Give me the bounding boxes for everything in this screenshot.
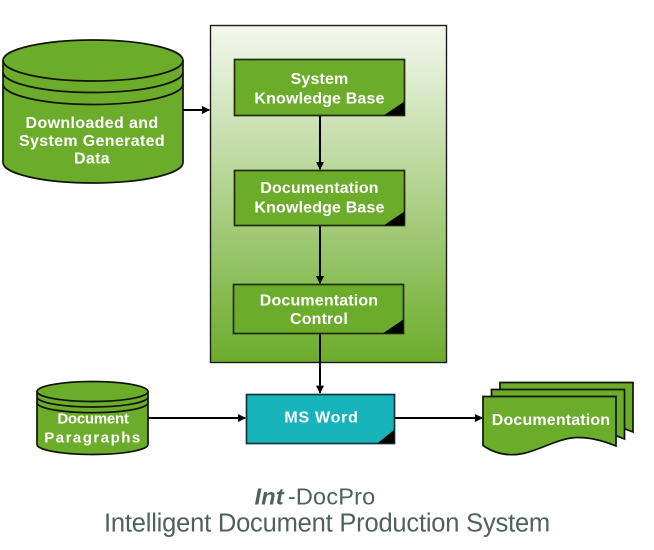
svg-text:Data: Data bbox=[74, 151, 110, 168]
svg-text:Int-DocPro: Int-DocPro bbox=[255, 484, 376, 510]
svg-text:System: System bbox=[291, 71, 349, 88]
svg-text:Documentation: Documentation bbox=[260, 180, 378, 197]
svg-text:MS Word: MS Word bbox=[284, 410, 358, 427]
svg-text:Documentation: Documentation bbox=[492, 412, 610, 429]
svg-text:Downloaded and: Downloaded and bbox=[26, 115, 159, 132]
svg-text:Knowledge Base: Knowledge Base bbox=[254, 199, 384, 216]
svg-text:Paragraphs: Paragraphs bbox=[44, 430, 142, 447]
svg-text:Documentation: Documentation bbox=[260, 293, 378, 310]
svg-text:Control: Control bbox=[290, 311, 348, 328]
svg-text:Intelligent Document Productio: Intelligent Document Production System bbox=[104, 510, 550, 538]
svg-text:Knowledge Base: Knowledge Base bbox=[254, 91, 384, 108]
svg-text:Document: Document bbox=[57, 411, 129, 428]
svg-text:System Generated: System Generated bbox=[19, 133, 165, 150]
